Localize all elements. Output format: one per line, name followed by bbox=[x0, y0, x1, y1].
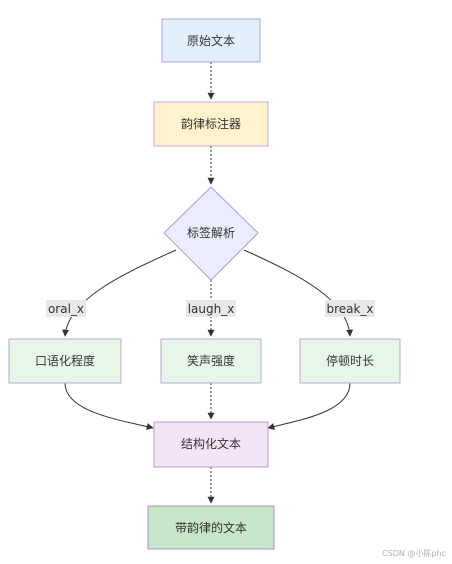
node-prosody-tagger-label: 韵律标注器 bbox=[181, 116, 241, 131]
node-structured: 结构化文本 bbox=[153, 421, 269, 468]
edge-oral-to-structured bbox=[64, 382, 154, 430]
edge-label-break-text: break_x bbox=[326, 302, 373, 316]
edge-pause-to-structured bbox=[267, 382, 351, 430]
node-prosody-tagger-box bbox=[153, 101, 269, 147]
node-output-box bbox=[147, 505, 275, 550]
watermark: CSDN @小陈phc bbox=[382, 548, 446, 558]
node-output: 带韵律的文本 bbox=[147, 505, 275, 550]
edge-parse-to-pause bbox=[243, 249, 354, 337]
node-laugh-label: 笑声强度 bbox=[187, 353, 235, 368]
node-structured-label: 结构化文本 bbox=[181, 436, 241, 451]
node-tag-parse-label: 标签解析 bbox=[187, 225, 235, 240]
node-pause: 停顿时长 bbox=[299, 338, 401, 384]
node-tag-parse-diamond bbox=[163, 186, 259, 281]
node-pause-box bbox=[299, 338, 401, 384]
node-laugh-box bbox=[160, 338, 262, 384]
node-tag-parse: 标签解析 bbox=[163, 186, 259, 281]
edge-parse-to-oral bbox=[62, 249, 177, 337]
node-prosody-tagger: 韵律标注器 bbox=[153, 101, 269, 147]
node-laugh: 笑声强度 bbox=[160, 338, 262, 384]
node-structured-box bbox=[153, 421, 269, 468]
edge-label-oral: oral_x bbox=[46, 300, 86, 317]
edge-label-laugh-text: laugh_x bbox=[188, 302, 235, 316]
node-raw-text-label: 原始文本 bbox=[187, 33, 235, 48]
node-oral-box bbox=[8, 338, 122, 384]
node-raw-text: 原始文本 bbox=[161, 18, 261, 63]
node-raw-text-box bbox=[161, 18, 261, 63]
node-output-label: 带韵律的文本 bbox=[175, 520, 247, 535]
edge-label-laugh: laugh_x bbox=[186, 300, 236, 317]
edge-label-break: break_x bbox=[325, 300, 375, 317]
node-oral: 口语化程度 bbox=[8, 338, 122, 384]
edge-label-oral-text: oral_x bbox=[48, 302, 84, 316]
node-oral-label: 口语化程度 bbox=[35, 353, 95, 368]
node-pause-label: 停顿时长 bbox=[326, 353, 374, 368]
edges bbox=[62, 62, 354, 504]
